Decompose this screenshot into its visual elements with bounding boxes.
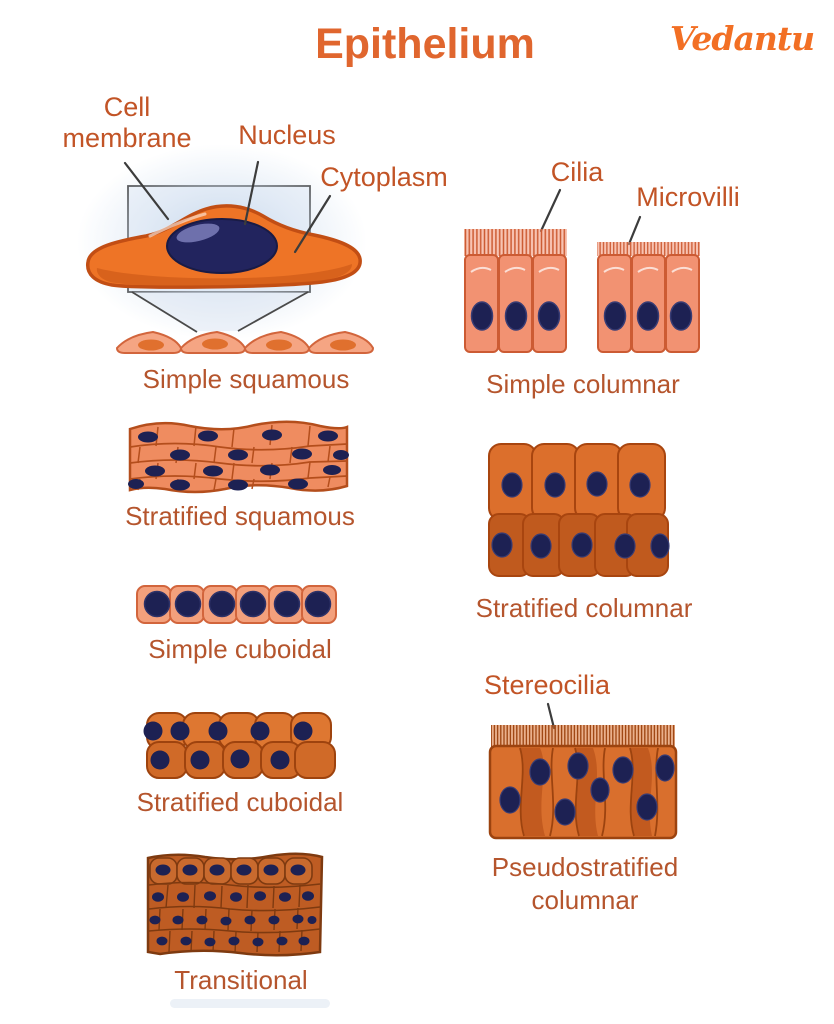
- cytoplasm-label: Cytoplasm: [320, 162, 448, 192]
- magnifier-funnel-lines: [131, 291, 309, 333]
- nucleus-highlight: [176, 223, 220, 243]
- stratified-squamous-caption: Stratified squamous: [125, 501, 355, 531]
- cell-membrane-label: Cell membrane: [62, 92, 192, 154]
- nucleus-shape: [166, 218, 278, 274]
- simple-squamous-caption: Simple squamous: [142, 364, 350, 394]
- nucleus-label: Nucleus: [238, 120, 336, 150]
- stereocilia-leader-line: [546, 702, 556, 730]
- microvilli-leader-line: [627, 215, 642, 246]
- simple-cuboidal-illustration: [136, 585, 337, 624]
- simple-cuboidal-caption: Simple cuboidal: [148, 634, 332, 664]
- stereocilia-fringe: [491, 725, 675, 748]
- pseudostratified-columnar-illustration: [488, 725, 678, 840]
- microvilli-fringe: [597, 242, 700, 256]
- cell-highlight: [148, 212, 207, 238]
- cilia-label: Cilia: [550, 157, 604, 187]
- stratified-cuboidal-illustration: [143, 712, 336, 779]
- simple-columnar-caption: Simple columnar: [486, 369, 680, 399]
- transitional-illustration: [146, 852, 324, 957]
- stratified-columnar-caption: Stratified columnar: [475, 593, 693, 623]
- faint-watermark-bar: [170, 999, 330, 1008]
- cilia-leader-line: [539, 188, 562, 233]
- transitional-caption: Transitional: [174, 965, 308, 995]
- cilia-fringe: [464, 229, 567, 256]
- stratified-columnar-illustration: [488, 443, 670, 577]
- cell-bottom-shade: [96, 264, 352, 287]
- simple-squamous-illustration: [116, 331, 374, 354]
- stereocilia-label: Stereocilia: [483, 670, 611, 700]
- hero-cell-illustration: [77, 144, 367, 340]
- cytoplasm-leader-line: [293, 194, 332, 254]
- vedantu-logo: Vedantu: [669, 19, 815, 58]
- stratified-squamous-illustration: [128, 420, 349, 494]
- pseudostratified-columnar-caption: Pseudostratified columnar: [491, 852, 679, 915]
- leader-lines: [123, 160, 642, 730]
- simple-columnar-illustration: [464, 229, 700, 353]
- cell-membrane-leader-line: [123, 161, 170, 221]
- nucleus-leader-line: [243, 160, 260, 226]
- magnifier-funnel: [132, 292, 308, 331]
- page-title: Epithelium: [315, 20, 535, 68]
- stratified-cuboidal-caption: Stratified cuboidal: [136, 787, 344, 817]
- microvilli-label: Microvilli: [636, 182, 740, 212]
